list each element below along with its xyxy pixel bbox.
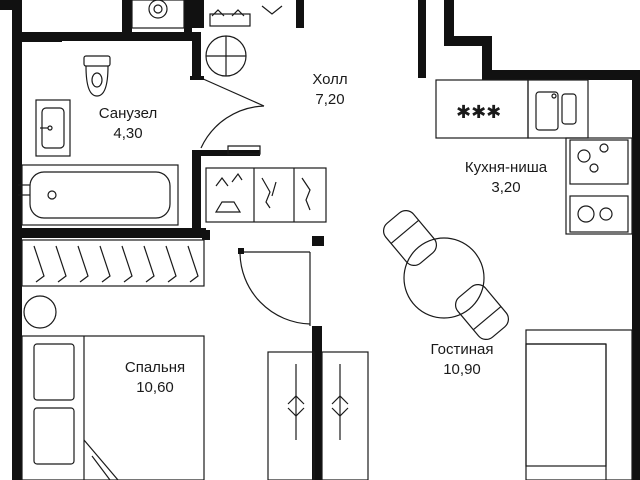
sofa-icon (525, 329, 633, 480)
room-name: Гостиная (430, 341, 494, 358)
bed-icon (21, 335, 205, 480)
kitchen-counter (435, 79, 633, 235)
stove-icon (569, 139, 629, 233)
sliding-wardrobe-icon (267, 351, 369, 480)
svg-text:✱✱✱: ✱✱✱ (456, 102, 501, 123)
shoe-rack-icon (211, 5, 283, 17)
room-area: 7,20 (315, 91, 345, 108)
cooktop-icon: ✱✱✱ (456, 102, 501, 123)
nightstand-icon (23, 295, 57, 329)
wardrobe-icon (205, 145, 327, 223)
room-label-bedroom: Спальня 10,60 (110, 358, 200, 398)
dining-table-icon (403, 237, 485, 319)
sink-icon (35, 99, 71, 157)
room-label-kitchen: Кухня-ниша 3,20 (452, 158, 560, 198)
chair-icon (382, 210, 510, 340)
bathroom-door (190, 76, 265, 149)
room-area: 10,90 (443, 361, 481, 378)
bedroom-wardrobe-icon (21, 239, 205, 287)
bedroom-door (238, 248, 311, 326)
room-name: Спальня (124, 359, 186, 376)
round-table-icon (205, 13, 251, 77)
kitchen-sink-icon (535, 91, 577, 131)
room-area: 4,30 (113, 125, 143, 142)
washing-machine-icon (148, 0, 168, 19)
room-name: Холл (312, 71, 348, 88)
room-label-living: Гостиная 10,90 (414, 340, 510, 380)
room-label-bathroom: Санузел 4,30 (82, 104, 174, 144)
room-area: 3,20 (491, 179, 521, 196)
bathtub-icon (18, 164, 179, 226)
room-label-hall: Холл 7,20 (290, 70, 370, 110)
room-area: 10,60 (136, 379, 174, 396)
toilet-icon (83, 55, 111, 97)
storage-niche (131, 0, 185, 29)
room-name: Кухня-ниша (464, 159, 548, 176)
room-name: Санузел (98, 105, 158, 122)
